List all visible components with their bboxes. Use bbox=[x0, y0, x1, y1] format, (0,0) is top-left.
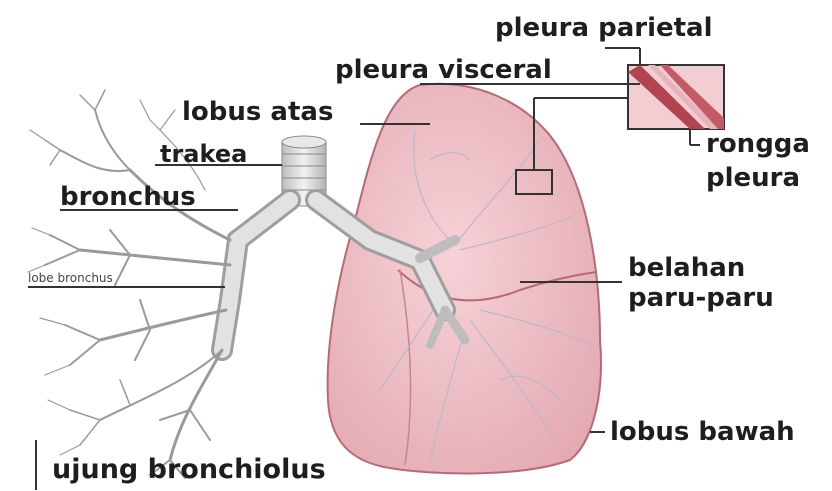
label-lobus-bawah: lobus bawah bbox=[610, 417, 795, 447]
label-paru-paru: paru-paru bbox=[628, 283, 774, 313]
label-bronchus: bronchus bbox=[60, 182, 196, 212]
pleura-inset bbox=[628, 65, 724, 129]
label-lobus-atas: lobus atas bbox=[182, 97, 333, 127]
label-pleura-parietal: pleura parietal bbox=[495, 13, 713, 43]
label-rongga: rongga bbox=[706, 129, 810, 159]
label-pleura-visceral: pleura visceral bbox=[335, 55, 552, 85]
label-ujung-bronchiolus: ujung bronchiolus bbox=[52, 454, 326, 485]
label-lobe-bronchus: lobe bronchus bbox=[28, 271, 113, 285]
label-trakea: trakea bbox=[160, 140, 247, 168]
label-belahan: belahan bbox=[628, 253, 745, 283]
label-pleura: pleura bbox=[706, 163, 800, 193]
